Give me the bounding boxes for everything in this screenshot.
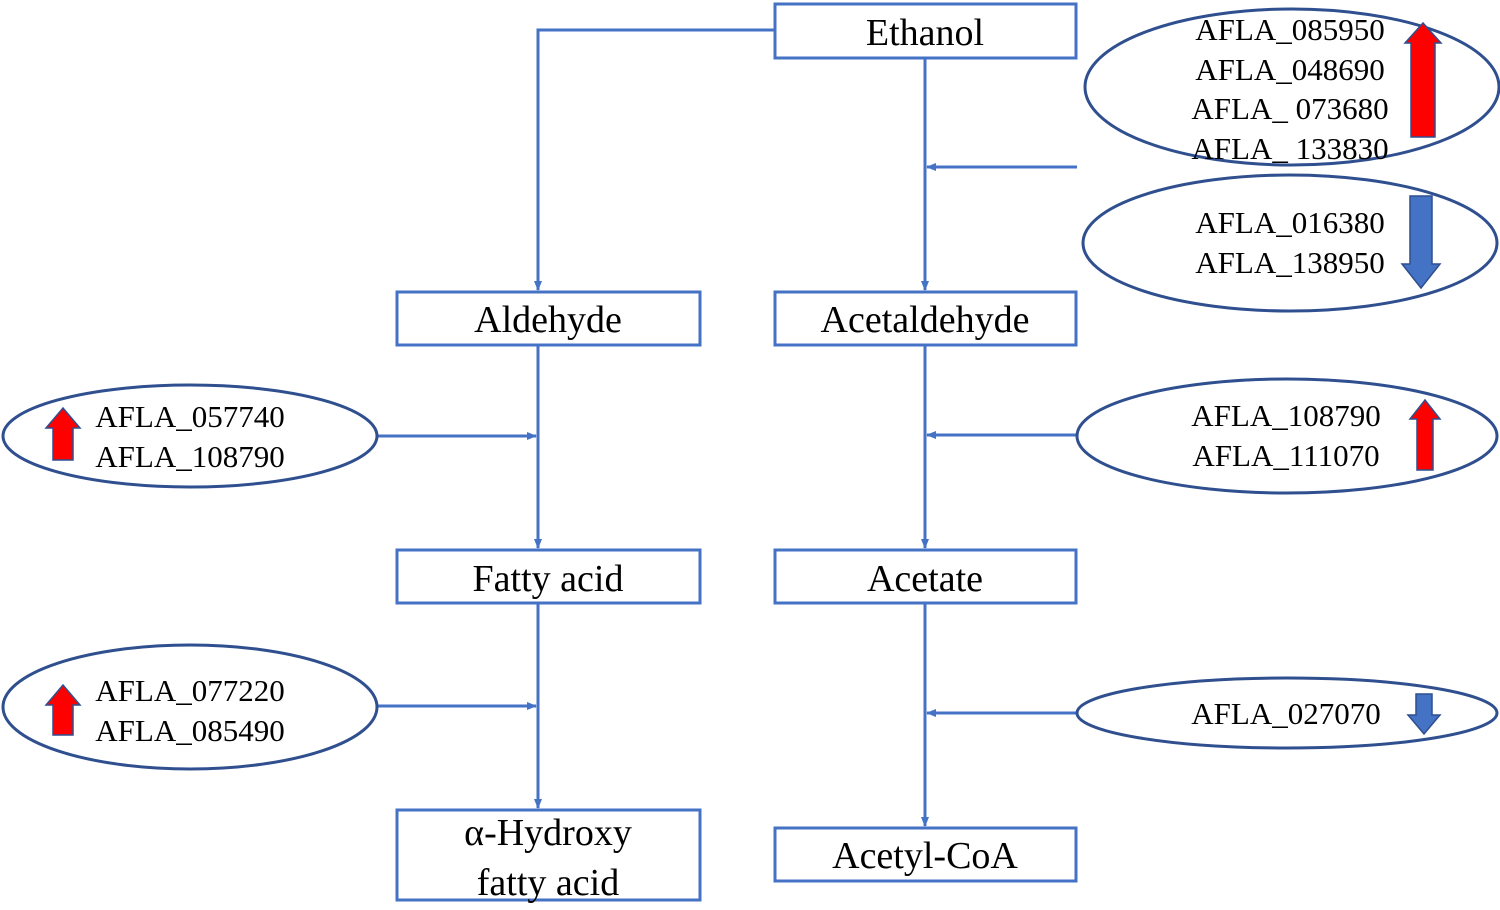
node-acetaldehyde: Acetaldehyde	[773, 290, 1078, 347]
up-arrow-icon	[44, 683, 82, 736]
gene-label: AFLA_108790	[1191, 398, 1380, 433]
node-aldehyde-label: Aldehyde	[474, 299, 622, 341]
node-fatty-acid: Fatty acid	[395, 548, 702, 605]
gene-group-aldehyde: AFLA_057740 AFLA_108790	[1, 383, 379, 489]
gene-label: AFLA_108790	[95, 439, 284, 474]
gene-label: AFLA_138950	[1195, 245, 1384, 280]
up-arrow-icon	[44, 406, 82, 461]
node-acetyl-coa: Acetyl-CoA	[773, 826, 1078, 883]
gene-label: AFLA_085950	[1195, 12, 1384, 47]
node-acetate: Acetate	[773, 548, 1078, 605]
gene-group-ethanol-up: AFLA_085950 AFLA_048690 AFLA_ 073680 AFL…	[1083, 7, 1500, 167]
node-aldehyde: Aldehyde	[395, 290, 702, 347]
node-ethanol: Ethanol	[773, 2, 1078, 60]
node-hydroxy-fatty-acid: α-Hydroxy fatty acid	[395, 808, 702, 904]
down-arrow-icon	[1400, 195, 1442, 290]
node-acetaldehyde-label: Acetaldehyde	[821, 299, 1030, 341]
up-arrow-icon	[1403, 21, 1443, 138]
node-ethanol-label: Ethanol	[866, 12, 984, 54]
gene-label: AFLA_016380	[1195, 205, 1384, 240]
node-acetate-label: Acetate	[867, 558, 983, 600]
node-fatty-acid-label: Fatty acid	[473, 558, 624, 600]
gene-group-fatty-acid: AFLA_077220 AFLA_085490	[1, 643, 379, 771]
gene-label: AFLA_048690	[1195, 52, 1384, 87]
gene-label: AFLA_ 073680	[1191, 91, 1388, 126]
down-arrow-icon	[1406, 693, 1442, 736]
gene-label: AFLA_057740	[95, 399, 284, 434]
edge-ethanol-to-aldehyde	[534, 28, 775, 291]
gene-label: AFLA_111070	[1192, 438, 1379, 473]
gene-label: AFLA_085490	[95, 713, 284, 748]
node-hydroxy-label-line2: fatty acid	[477, 862, 619, 904]
gene-label: AFLA_027070	[1191, 696, 1380, 731]
gene-group-ethanol-down: AFLA_016380 AFLA_138950	[1081, 173, 1499, 313]
gene-label: AFLA_ 133830	[1191, 131, 1388, 166]
gene-group-acetaldehyde: AFLA_108790 AFLA_111070	[1075, 377, 1499, 495]
node-hydroxy-label-line1: α-Hydroxy	[464, 812, 632, 854]
up-arrow-icon	[1408, 398, 1442, 471]
node-acetyl-coa-label: Acetyl-CoA	[832, 835, 1018, 877]
gene-group-acetate: AFLA_027070	[1075, 676, 1499, 750]
gene-label: AFLA_077220	[95, 673, 284, 708]
